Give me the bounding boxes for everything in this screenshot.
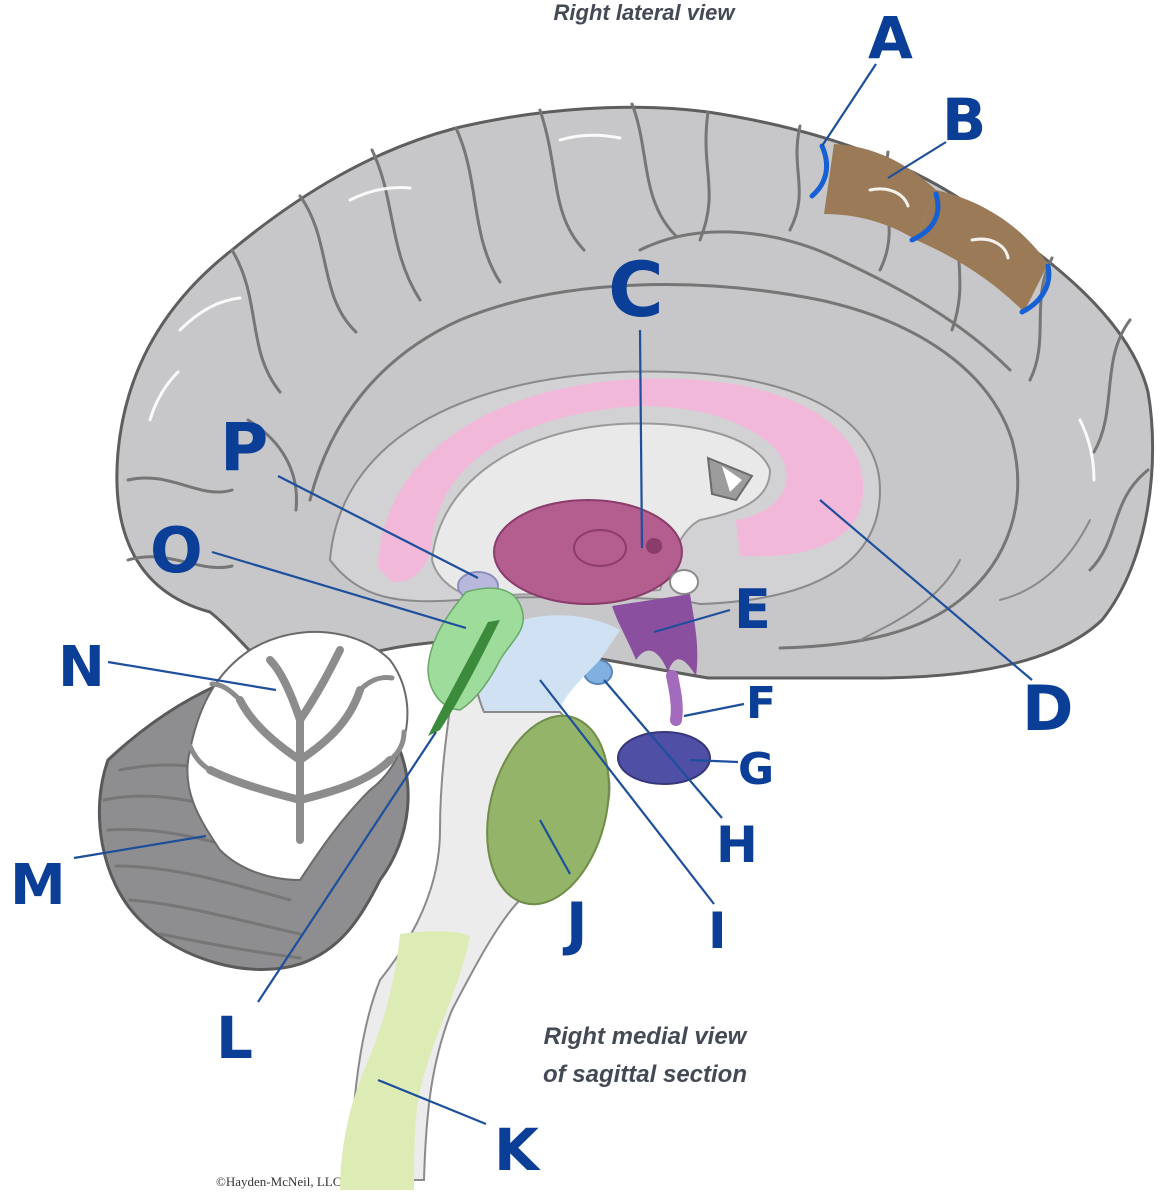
pituitary-gland <box>617 731 711 785</box>
label-B: B <box>942 86 986 154</box>
label-M: M <box>10 853 66 918</box>
medulla-spinal-cord <box>340 931 470 1190</box>
boundary-tick-3 <box>1019 263 1052 315</box>
boundary-tick-2 <box>909 191 941 243</box>
caption-top: Right lateral view <box>554 0 737 25</box>
label-G: G <box>738 744 774 795</box>
brodmann-area-b1 <box>824 144 936 240</box>
boundary-tick-1 <box>809 143 830 199</box>
brodmann-area-b2 <box>916 190 1048 312</box>
letter-labels: A B C D E F G H I J K L M N O P <box>10 4 1073 1184</box>
label-L: L <box>216 1004 253 1072</box>
copyright-credit: ©Hayden-McNeil, LLC <box>216 1174 341 1189</box>
label-D: D <box>1022 672 1073 745</box>
corpus-callosum <box>378 378 864 583</box>
label-N: N <box>58 635 105 700</box>
label-P: P <box>220 409 268 486</box>
leader-lines <box>73 63 1033 1126</box>
label-K: K <box>494 1116 541 1184</box>
label-C: C <box>608 245 664 334</box>
cerebral-aqueduct-stripe <box>428 620 500 736</box>
label-J: J <box>562 890 588 958</box>
label-H: H <box>716 816 758 874</box>
label-E: E <box>734 578 771 641</box>
arbor-vitae <box>186 630 409 882</box>
label-A: A <box>868 4 913 72</box>
hypothalamus <box>612 594 698 676</box>
infundibulum <box>666 670 683 726</box>
caption-bottom-line2: of sagittal section <box>543 1061 747 1088</box>
label-I: I <box>708 902 727 960</box>
pons <box>486 714 610 906</box>
label-F: F <box>746 678 776 729</box>
caption-bottom-line1: Right medial view <box>544 1023 748 1050</box>
anterior-commissure <box>669 569 699 595</box>
thalamus <box>493 499 683 605</box>
label-O: O <box>150 514 203 587</box>
